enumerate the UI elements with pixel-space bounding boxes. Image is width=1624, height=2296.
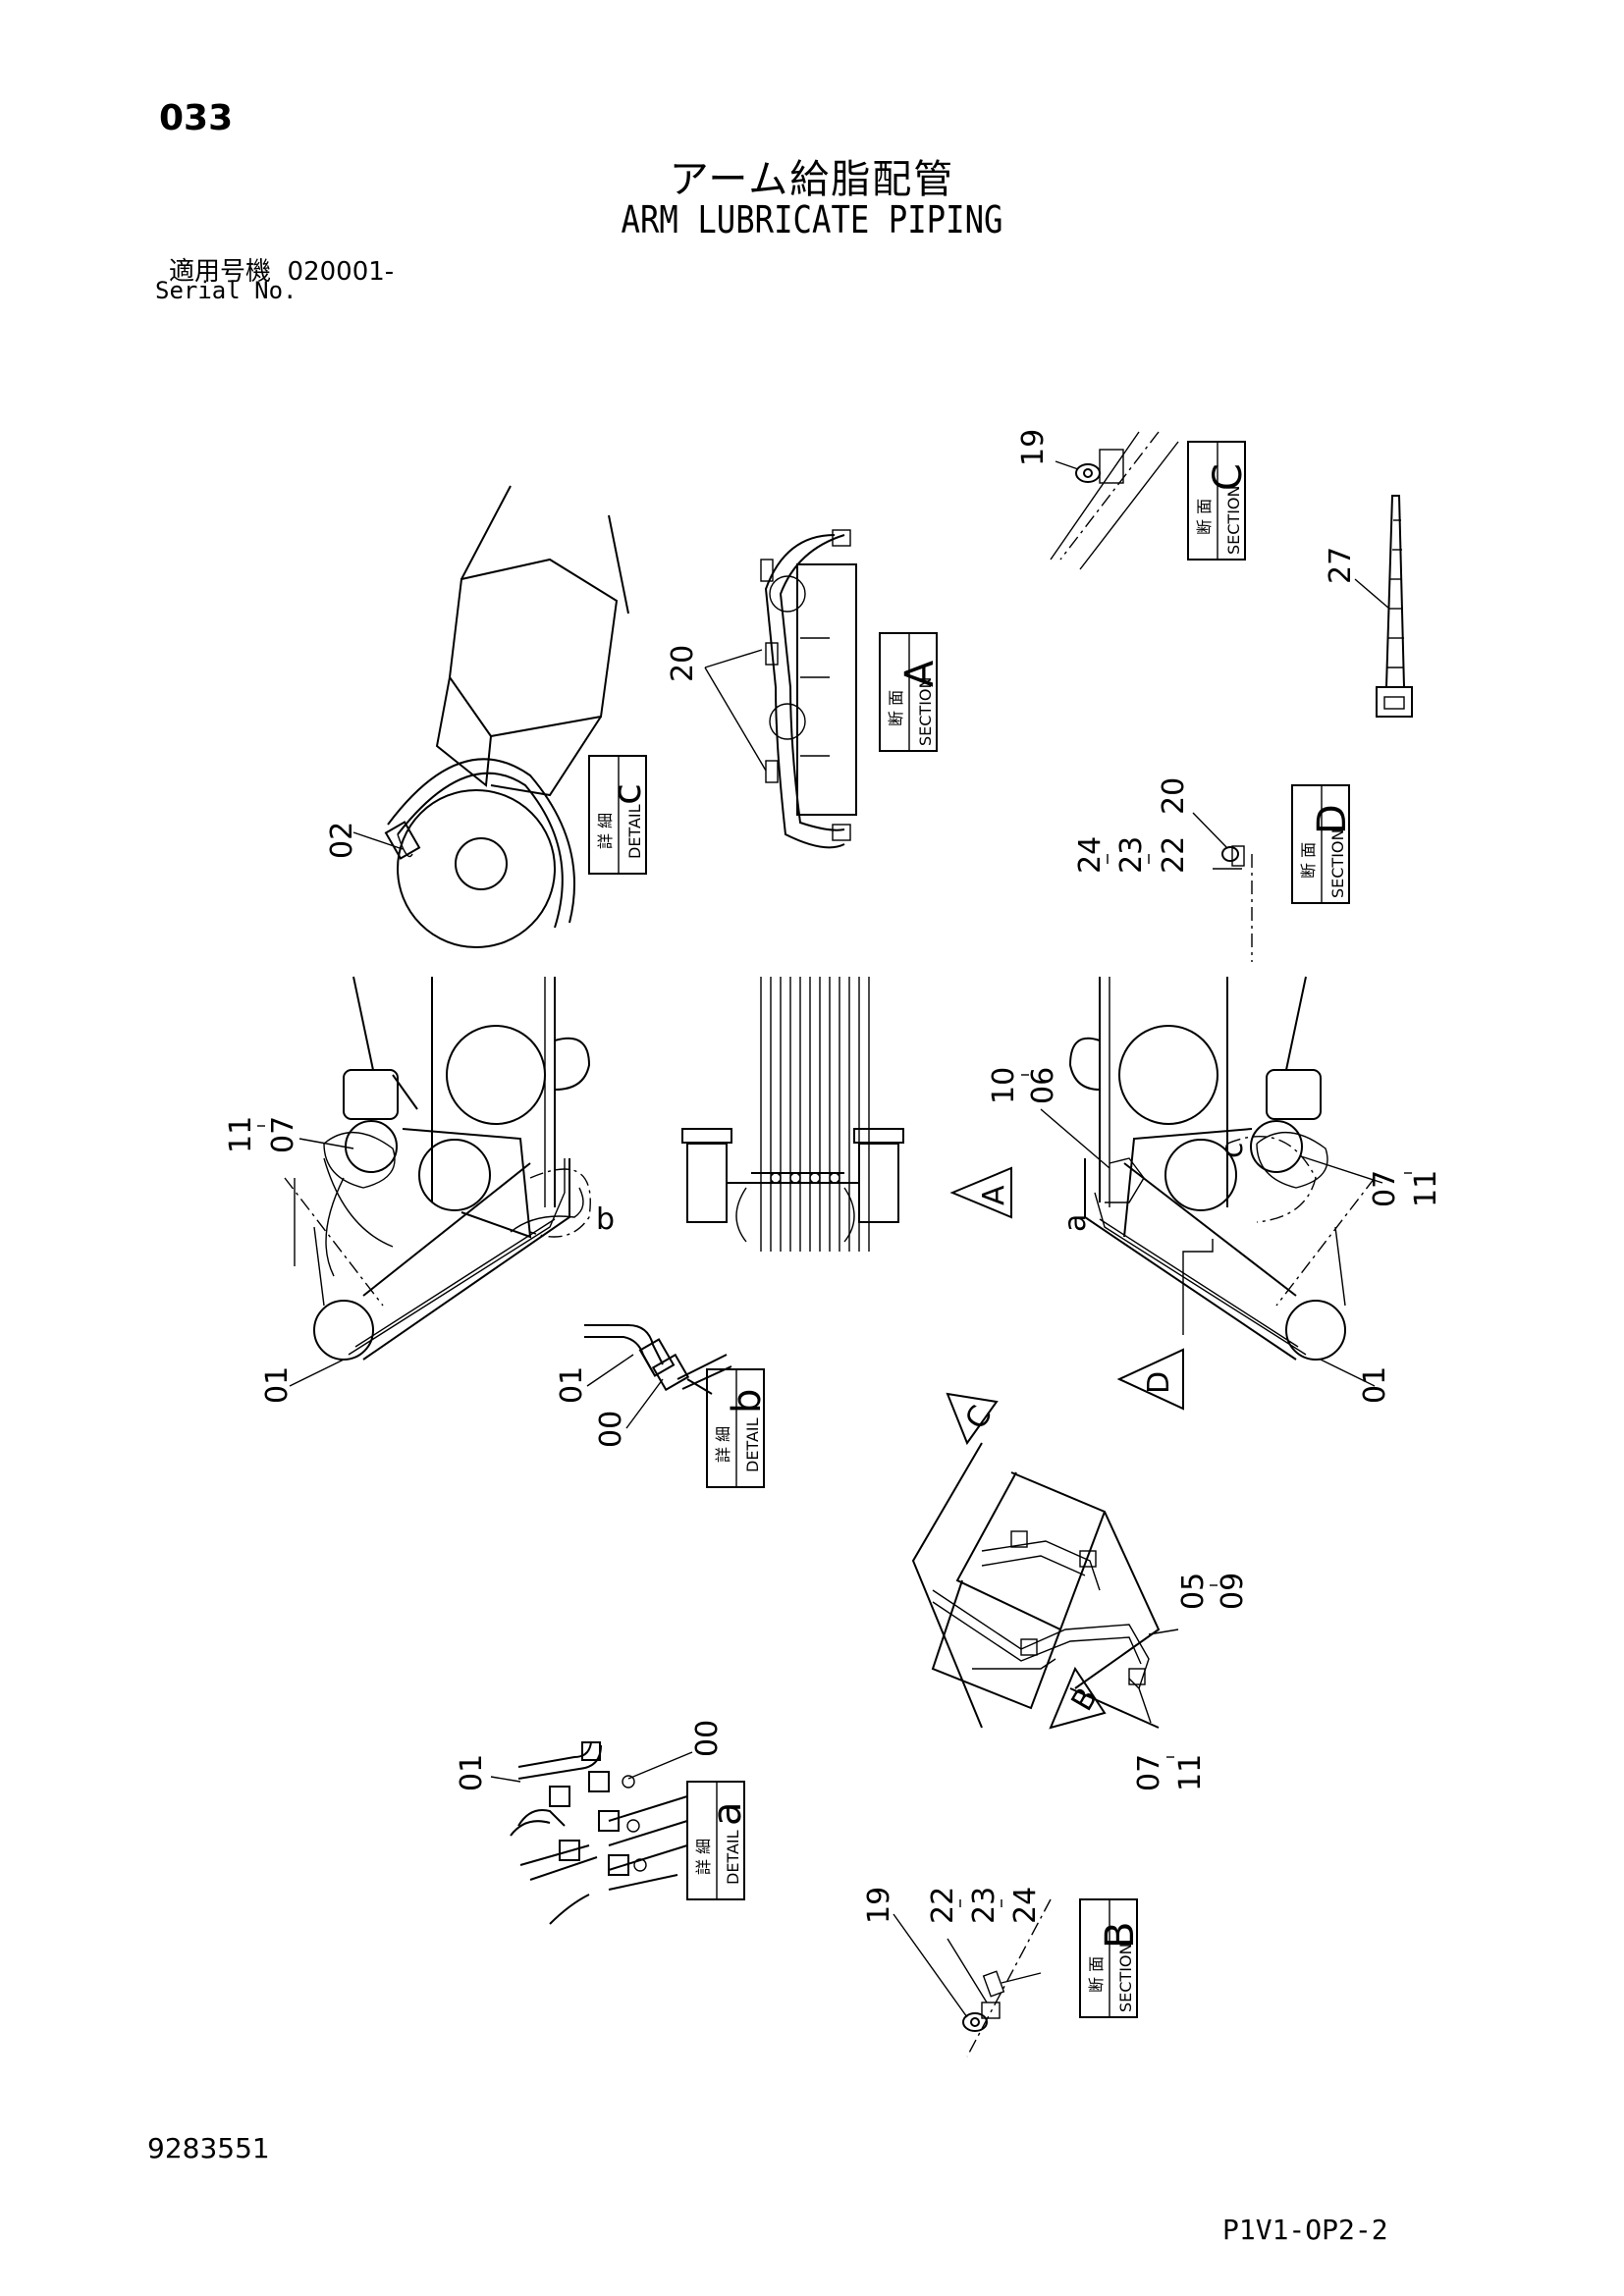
- callout-02: 02: [325, 822, 404, 859]
- detail-a-label: 詳 細 DETAIL a: [686, 1781, 750, 1900]
- detail-b-en: DETAIL: [743, 1417, 762, 1472]
- serial-label-jp: 適用号機 020001-: [169, 251, 394, 288]
- callouts-detail-a: 01 00: [455, 1720, 725, 1791]
- section-c-en: SECTION: [1224, 486, 1243, 556]
- detail-c-jp: 詳 細: [596, 813, 615, 849]
- section-c-jp: 断 面: [1195, 499, 1214, 535]
- section-a-label: 断 面 SECTION A: [879, 632, 943, 752]
- callout-label: 22: [926, 1887, 960, 1924]
- page-number: 033: [159, 98, 234, 138]
- callouts-left-arm: 11 07 01 b: [224, 1116, 615, 1404]
- section-d-drawing: [1213, 845, 1253, 962]
- section-b-drawing: [962, 1898, 1052, 2057]
- cable-tie-27: 27: [1324, 495, 1413, 718]
- marker-b: b: [596, 1202, 615, 1237]
- callout-label: 07: [266, 1116, 300, 1153]
- view-arrow-c: C: [946, 1392, 999, 1446]
- section-a-en: SECTION: [916, 677, 935, 747]
- callout-label: 09: [1216, 1573, 1250, 1610]
- callout-label: A: [977, 1185, 1011, 1205]
- iso-view-drawing: [911, 1442, 1161, 1729]
- section-d-letter: D: [1310, 804, 1355, 834]
- callouts-iso: 05 09 07 11: [1132, 1573, 1250, 1791]
- callout-label: 20: [1157, 777, 1191, 815]
- left-arm-view: [284, 976, 591, 1361]
- callout-label: 06: [1026, 1067, 1060, 1104]
- callout-label: 02: [325, 822, 359, 859]
- callout-label: 20: [666, 645, 700, 682]
- callout-19-c: 19: [1016, 429, 1079, 470]
- serial-label-en: Serial No.: [155, 277, 298, 304]
- detail-a-jp: 詳 細: [694, 1839, 713, 1875]
- callout-label: 11: [1173, 1754, 1208, 1791]
- callout-label: 24: [1008, 1887, 1043, 1924]
- section-a-jp: 断 面: [887, 690, 905, 726]
- section-a-letter: A: [897, 660, 943, 687]
- center-arm-view: [681, 977, 904, 1252]
- section-b-label: 断 面 SECTION B: [1079, 1898, 1143, 2018]
- detail-c-letter: c: [605, 783, 650, 805]
- callout-label: 01: [260, 1366, 295, 1404]
- section-b-jp: 断 面: [1087, 1956, 1106, 1993]
- marker-c: c: [1216, 1143, 1250, 1159]
- callout-label: 07: [1132, 1754, 1166, 1791]
- section-d-en: SECTION: [1328, 829, 1347, 899]
- section-d-label: 断 面 SECTION D: [1291, 784, 1355, 904]
- serial-value: 020001-: [287, 257, 395, 287]
- callout-label: 27: [1324, 547, 1358, 584]
- callout-label: 23: [967, 1887, 1001, 1924]
- title-japanese: アーム給脂配管: [669, 157, 955, 202]
- callout-label: 23: [1114, 836, 1149, 874]
- document-number: 9283551: [147, 2132, 270, 2164]
- section-b-letter: B: [1098, 1922, 1143, 1949]
- view-arrow-b: B: [1049, 1666, 1107, 1730]
- callout-label: 11: [224, 1116, 258, 1153]
- callout-label: B: [1065, 1682, 1106, 1717]
- detail-b-label: 詳 細 DETAIL b: [706, 1368, 770, 1488]
- section-d-jp: 断 面: [1299, 842, 1318, 879]
- detail-c-drawing: [384, 485, 629, 948]
- detail-b-letter: b: [725, 1389, 770, 1414]
- callout-label: 00: [594, 1411, 628, 1448]
- detail-a-letter: a: [705, 1801, 750, 1826]
- callouts-detail-b: 01 00: [555, 1354, 664, 1448]
- detail-b-drawing: [584, 1324, 732, 1395]
- callout-label: 24: [1073, 836, 1108, 874]
- section-a-drawing: [760, 529, 857, 849]
- callout-label: 07: [1368, 1170, 1402, 1207]
- callout-label: D: [1142, 1371, 1176, 1394]
- right-arm-view: [1068, 976, 1376, 1361]
- view-arrow-a: A: [949, 1166, 1012, 1219]
- view-arrow-d: D: [1116, 1348, 1184, 1411]
- marker-a: a: [1058, 1214, 1093, 1232]
- callout-label: 01: [455, 1754, 489, 1791]
- callout-label: 19: [1016, 429, 1051, 466]
- detail-c-label: 詳 細 DETAIL c: [588, 755, 650, 875]
- section-c-label: 断 面 SECTION C: [1187, 441, 1251, 561]
- detail-b-jp: 詳 細: [714, 1426, 732, 1463]
- callout-label: 00: [690, 1720, 725, 1757]
- serial-label: 適用号機: [169, 257, 272, 287]
- callout-label: 01: [1358, 1366, 1392, 1404]
- callout-20-a: 20: [666, 645, 767, 772]
- callout-label: 05: [1176, 1573, 1211, 1610]
- section-b-en: SECTION: [1116, 1944, 1135, 2013]
- callouts-section-d: 20 22 23 24: [1073, 777, 1228, 874]
- detail-a-drawing: [510, 1741, 688, 1925]
- callout-label: 22: [1157, 836, 1191, 874]
- section-c-letter: C: [1206, 463, 1251, 491]
- section-c-drawing: [1050, 431, 1179, 570]
- callouts-right-arm: 10 06 07 11 01 a c: [987, 1067, 1443, 1404]
- detail-c-en: DETAIL: [625, 804, 644, 859]
- sheet-code: P1V1-OP2-2: [1222, 2214, 1388, 2246]
- callout-label: 11: [1409, 1170, 1443, 1207]
- callout-label: 10: [987, 1067, 1021, 1104]
- callouts-section-b: 19 22 23 24: [862, 1887, 1043, 2018]
- callout-label: 19: [862, 1887, 896, 1924]
- callout-label: 01: [555, 1366, 589, 1404]
- title-english: ARM LUBRICATE PIPING: [621, 198, 1003, 241]
- detail-a-en: DETAIL: [724, 1830, 742, 1885]
